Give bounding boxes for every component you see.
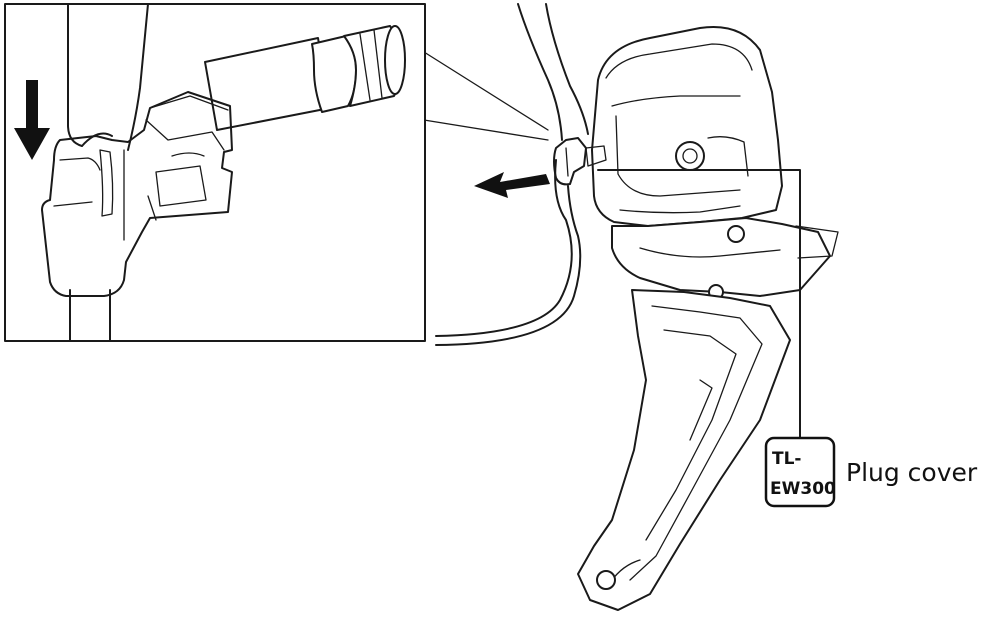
tool-stem-left: [67, 3, 83, 147]
top-cable-right: [545, 3, 589, 135]
tool-code-line1: TL-: [772, 449, 801, 469]
wire-right: [435, 185, 582, 346]
tool-code-line2: EW300: [770, 479, 836, 499]
down-arrow-icon: [14, 80, 50, 160]
callout-leader: [597, 169, 801, 441]
cable-connector: [204, 25, 406, 131]
zoom-line-bottom: [423, 119, 549, 141]
plug-cover-small: [553, 137, 607, 186]
tool-hook: [81, 132, 113, 147]
plug-cover-label: Plug cover: [846, 458, 978, 487]
plug-cover-enlarged: [41, 91, 233, 297]
link-arm: [611, 217, 831, 297]
wire-left: [435, 159, 573, 337]
top-cable-left: [517, 3, 563, 141]
front-derailleur: [435, 3, 839, 611]
chain-cage: [577, 289, 791, 611]
motor-unit: [591, 26, 783, 227]
tool-stem-right: [127, 3, 149, 151]
tool-badge-icon: TL- EW300: [764, 436, 836, 508]
detail-inset: [4, 3, 549, 342]
zoom-line-top: [423, 51, 549, 131]
left-arrow-icon: [474, 172, 550, 198]
